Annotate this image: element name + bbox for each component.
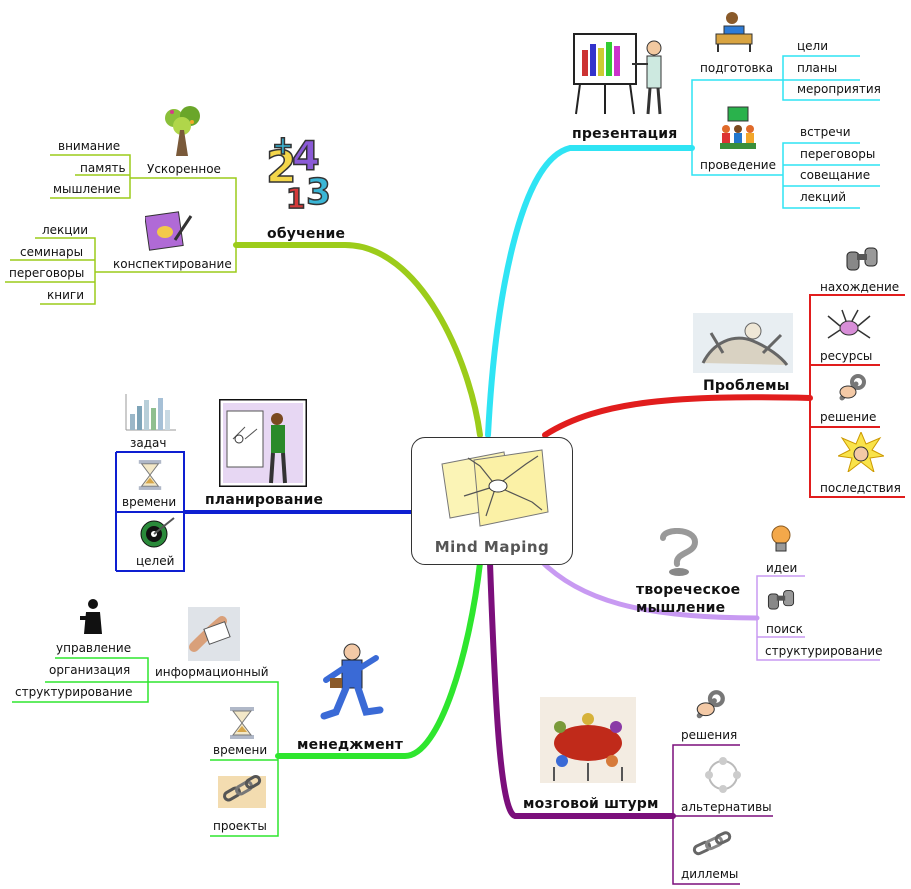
silhouette-icon <box>80 599 102 634</box>
management-time-label[interactable]: времени <box>213 743 268 757</box>
creative-branch-line <box>537 557 760 621</box>
presentation-prep-label[interactable]: подготовка <box>700 61 774 75</box>
brainstorm-item-solutions[interactable]: решения <box>681 728 738 742</box>
center-node[interactable]: Mind Maping <box>411 437 573 565</box>
management-info-label[interactable]: информационный <box>155 665 269 679</box>
planning-item-time[interactable]: времени <box>122 495 177 509</box>
creative-title-line2[interactable]: мышление <box>636 600 726 616</box>
conduct-item-lectures[interactable]: лекций <box>800 190 847 204</box>
chain-icon <box>692 831 732 856</box>
problems-title[interactable]: Проблемы <box>703 378 790 394</box>
info-item-management[interactable]: управление <box>56 641 132 655</box>
svg-text:+: + <box>272 131 294 161</box>
info-item-structuring[interactable]: структурирование <box>15 685 133 699</box>
student-desk-icon <box>715 12 753 52</box>
wrench-hand-icon <box>839 374 866 401</box>
brainstorm-item-alternatives[interactable]: альтернативы <box>681 800 772 814</box>
brainstorm-branch-line <box>487 560 676 819</box>
presenter-chart-icon <box>573 33 662 115</box>
conduct-item-conference[interactable]: совещание <box>800 168 871 182</box>
svg-text:1: 1 <box>286 182 305 212</box>
presentation-title[interactable]: презентация <box>572 126 678 142</box>
center-title: Mind Maping <box>434 538 550 556</box>
creative-item-ideas[interactable]: идеи <box>766 561 798 575</box>
running-businessman-icon <box>320 643 384 720</box>
planning-item-tasks[interactable]: задач <box>130 436 167 450</box>
presentation-conduct-label[interactable]: проведение <box>700 158 776 172</box>
management-projects-label[interactable]: проекты <box>213 819 267 833</box>
meeting-table-icon <box>540 697 636 783</box>
target-arrow-icon <box>140 517 175 548</box>
question-mark-icon <box>660 528 699 576</box>
accel-item-thinking[interactable]: мышление <box>53 182 121 196</box>
numbers-icon: 2 4 + 3 1 <box>265 130 332 212</box>
creative-item-structuring[interactable]: структурирование <box>765 644 883 658</box>
brainstorm-item-dilemmas[interactable]: диллемы <box>681 867 739 881</box>
problems-item-consequences[interactable]: последствия <box>820 481 901 495</box>
binoculars-icon <box>846 247 878 271</box>
presentation-branch-line <box>485 145 695 438</box>
planning-title[interactable]: планирование <box>205 492 324 508</box>
notes-item-books[interactable]: книги <box>47 288 84 302</box>
creative-title-line1[interactable]: твореческое <box>636 582 741 598</box>
problems-item-solution[interactable]: решение <box>820 410 877 424</box>
planning-item-goals[interactable]: целей <box>136 554 175 568</box>
hourglass-icon <box>230 707 254 739</box>
notes-item-seminars[interactable]: семинары <box>20 245 84 259</box>
prep-item-events[interactable]: мероприятия <box>797 82 881 96</box>
notes-item-negotiations[interactable]: переговоры <box>9 266 85 280</box>
spider-icon <box>827 309 871 339</box>
sleeping-figure-icon <box>693 313 793 373</box>
mind-map-papers-icon <box>441 449 549 527</box>
problems-item-resources[interactable]: ресурсы <box>820 349 873 363</box>
conduct-item-meetings[interactable]: встречи <box>800 125 851 139</box>
learning-title[interactable]: обучение <box>267 226 346 242</box>
learning-accelerated-label[interactable]: Ускоренное <box>147 162 221 176</box>
network-icon <box>705 757 741 793</box>
puzzle-hands-icon <box>188 607 240 661</box>
binoculars-icon <box>767 590 795 610</box>
conduct-item-negotiations[interactable]: переговоры <box>800 147 876 161</box>
notes-item-lectures[interactable]: лекции <box>42 223 89 237</box>
bar-chart-3d-icon <box>125 394 176 431</box>
svg-text:2: 2 <box>266 142 297 193</box>
brainstorm-title[interactable]: мозговой штурм <box>523 796 659 812</box>
explosion-face-icon <box>838 432 884 472</box>
accel-item-memory[interactable]: память <box>80 161 126 175</box>
prep-item-goals[interactable]: цели <box>797 39 829 53</box>
svg-text:3: 3 <box>306 172 331 212</box>
problems-item-finding[interactable]: нахождение <box>820 280 900 294</box>
prep-item-plans[interactable]: планы <box>797 61 838 75</box>
creative-item-search[interactable]: поиск <box>766 622 803 636</box>
accel-item-attention[interactable]: внимание <box>58 139 121 153</box>
learning-notes-label[interactable]: конспектирование <box>113 257 232 271</box>
wrench-hand-icon <box>696 690 725 719</box>
notebook-pen-icon <box>145 211 193 251</box>
hourglass-icon <box>138 460 162 490</box>
problems-branch-line <box>542 394 813 438</box>
lightbulb-icon <box>771 525 791 552</box>
info-item-organization[interactable]: организация <box>49 663 131 677</box>
svg-text:4: 4 <box>292 134 320 180</box>
presentation-sub-line <box>691 79 783 148</box>
children-meeting-icon <box>720 106 756 149</box>
management-title[interactable]: менеджмент <box>297 737 404 753</box>
tree-icon <box>165 106 200 156</box>
presenter-chart-icon <box>219 399 307 487</box>
learning-branch-line <box>233 242 483 438</box>
management-branch-line <box>275 560 483 759</box>
chain-icon <box>218 775 266 808</box>
